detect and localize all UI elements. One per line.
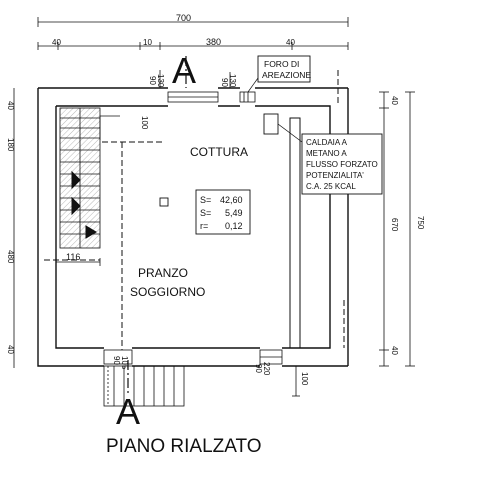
section-mark-top: A xyxy=(172,50,196,91)
section-mark-bottom: A xyxy=(116,391,140,432)
room-label-soggiorno: SOGGIORNO xyxy=(130,285,205,299)
dim-entry-b: 105 xyxy=(120,356,129,370)
dim-stair-width: 116 xyxy=(66,252,80,262)
dim-total-width: 700 xyxy=(176,13,191,23)
room-label-pranzo: PRANZO xyxy=(138,266,188,280)
area-s2-value: 5,49 xyxy=(225,208,243,218)
stair-arrows xyxy=(71,170,97,239)
dim-win-top-a: 90 xyxy=(148,76,157,85)
staircase xyxy=(59,107,120,249)
boiler xyxy=(263,113,279,135)
boiler-recess xyxy=(289,117,301,349)
dim-stair-gap: 100 xyxy=(140,116,149,130)
area-data-box xyxy=(195,189,251,235)
left-dimension-labels: 40 180 480 40 xyxy=(6,101,15,354)
dim-win-right-b: 130 xyxy=(228,74,237,88)
window-dim-ticks xyxy=(159,70,249,102)
caldaia-line-5: C.A. 25 KCAL xyxy=(306,182,356,191)
dim-top-right: 40 xyxy=(286,38,295,47)
caldaia-leader xyxy=(277,123,303,143)
entrance-steps xyxy=(103,365,185,407)
bottom-openings xyxy=(103,349,283,365)
floor-title: PIANO RIALZATO xyxy=(106,436,262,457)
dim-top-middle: 380 xyxy=(206,37,221,47)
dim-right-2: 670 xyxy=(390,218,399,232)
dim-left-3: 480 xyxy=(6,250,15,264)
dim-left-4: 40 xyxy=(6,345,15,354)
area-r-value: 0,12 xyxy=(225,221,243,231)
dim-door-b: 220 xyxy=(262,362,271,376)
foro-leader xyxy=(247,77,259,93)
dim-left-1: 40 xyxy=(6,101,15,110)
room-label-cottura: COTTURA xyxy=(190,145,248,159)
step-dimension xyxy=(292,365,300,397)
right-dimensions xyxy=(379,91,415,367)
dim-right-3: 750 xyxy=(416,216,425,230)
dim-win-right-a: 90 xyxy=(220,78,229,87)
area-s-value: 42,60 xyxy=(220,195,243,205)
dim-win-top-b: 130 xyxy=(156,74,165,88)
top-dimensions xyxy=(37,17,349,50)
dim-top-left: 40 xyxy=(52,38,61,47)
caldaia-label-box xyxy=(301,133,383,195)
caldaia-line-1: CALDAIA A xyxy=(306,138,348,147)
caldaia-line-4: POTENZIALITA' xyxy=(306,171,364,180)
dim-door-a: 90 xyxy=(254,364,263,373)
caldaia-line-3: FLUSSO FORZATO xyxy=(306,160,378,169)
dim-right-4: 40 xyxy=(390,346,399,355)
foro-label-box xyxy=(257,55,311,83)
caldaia-line-2: METANO A xyxy=(306,149,347,158)
dim-left-2: 180 xyxy=(6,138,15,152)
area-r-label: r= xyxy=(200,221,208,231)
dim-top-small: 10 xyxy=(143,38,152,47)
dim-entry-a: 90 xyxy=(112,356,121,365)
dim-step: 100 xyxy=(300,372,309,386)
area-s-label: S= xyxy=(200,195,211,205)
area-s2-label: S= xyxy=(200,208,211,218)
stair-width-dimension xyxy=(55,258,101,266)
dim-right-1: 40 xyxy=(390,96,399,105)
foro-line-2: AREAZIONE xyxy=(262,70,311,80)
top-window xyxy=(167,91,256,103)
foro-line-1: FORO DI xyxy=(264,59,299,69)
dashed-lines xyxy=(44,70,345,352)
center-symbol xyxy=(159,197,169,207)
